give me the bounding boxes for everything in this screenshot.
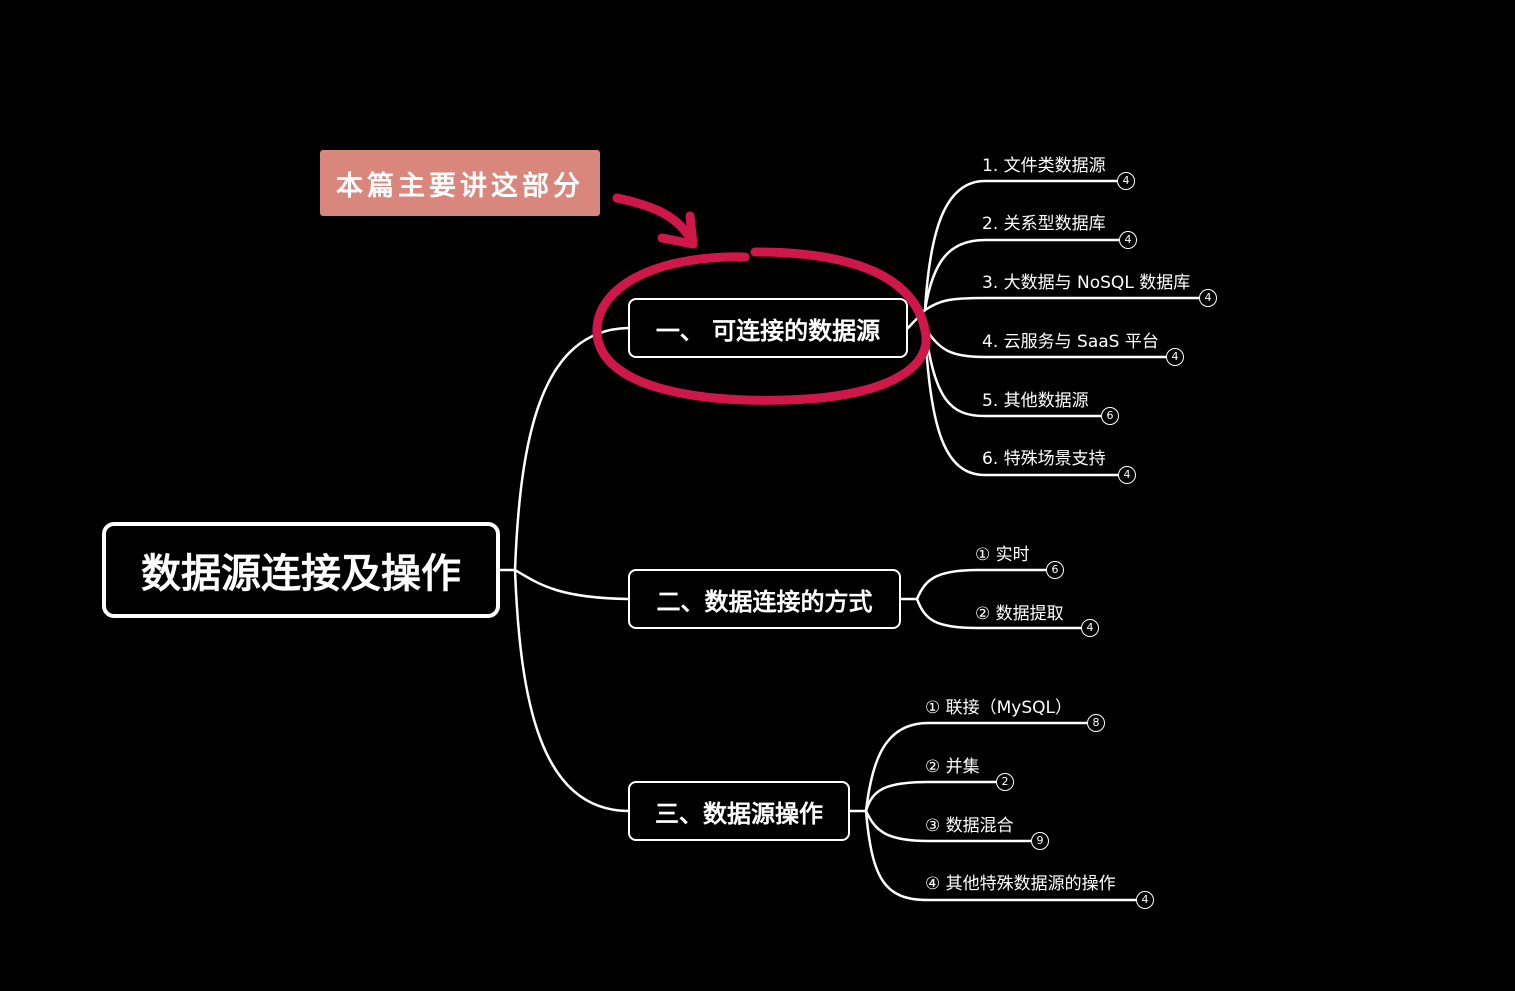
count-badge[interactable]: 6 <box>1046 561 1064 579</box>
leaf-1-3[interactable]: 3. 大数据与 NoSQL 数据库 <box>982 273 1191 293</box>
count-badge[interactable]: 4 <box>1119 231 1137 249</box>
branch-node-1[interactable]: 一、 可连接的数据源 <box>628 298 908 358</box>
highlight-ellipse <box>592 247 931 405</box>
callout-note: 本篇主要讲这部分 <box>320 150 600 216</box>
count-badge[interactable]: 4 <box>1166 348 1184 366</box>
count-badge[interactable]: 2 <box>996 773 1014 791</box>
count-badge[interactable]: 4 <box>1118 466 1136 484</box>
branch-node-3[interactable]: 三、数据源操作 <box>628 781 850 841</box>
count-badge[interactable]: 8 <box>1087 714 1105 732</box>
leaf-1-4[interactable]: 4. 云服务与 SaaS 平台 <box>982 332 1159 352</box>
leaf-1-2[interactable]: 2. 关系型数据库 <box>982 214 1106 234</box>
leaf-2-1[interactable]: ① 实时 <box>975 545 1030 565</box>
count-badge[interactable]: 6 <box>1101 407 1119 425</box>
leaf-3-4[interactable]: ④ 其他特殊数据源的操作 <box>925 874 1116 894</box>
count-badge[interactable]: 4 <box>1136 891 1154 909</box>
leaf-3-3[interactable]: ③ 数据混合 <box>925 816 1014 836</box>
callout-arrow <box>612 193 698 249</box>
count-badge[interactable]: 9 <box>1031 832 1049 850</box>
leaf-1-1[interactable]: 1. 文件类数据源 <box>982 156 1106 176</box>
leaf-1-5[interactable]: 5. 其他数据源 <box>982 391 1089 411</box>
leaf-1-6[interactable]: 6. 特殊场景支持 <box>982 449 1106 469</box>
leaf-3-2[interactable]: ② 并集 <box>925 757 980 777</box>
count-badge[interactable]: 4 <box>1117 172 1135 190</box>
leaf-2-2[interactable]: ② 数据提取 <box>975 604 1064 624</box>
leaf-3-1[interactable]: ① 联接（MySQL） <box>925 698 1073 718</box>
root-node[interactable]: 数据源连接及操作 <box>102 522 500 618</box>
count-badge[interactable]: 4 <box>1081 619 1099 637</box>
branch-node-2[interactable]: 二、数据连接的方式 <box>628 569 901 629</box>
count-badge[interactable]: 4 <box>1199 289 1217 307</box>
